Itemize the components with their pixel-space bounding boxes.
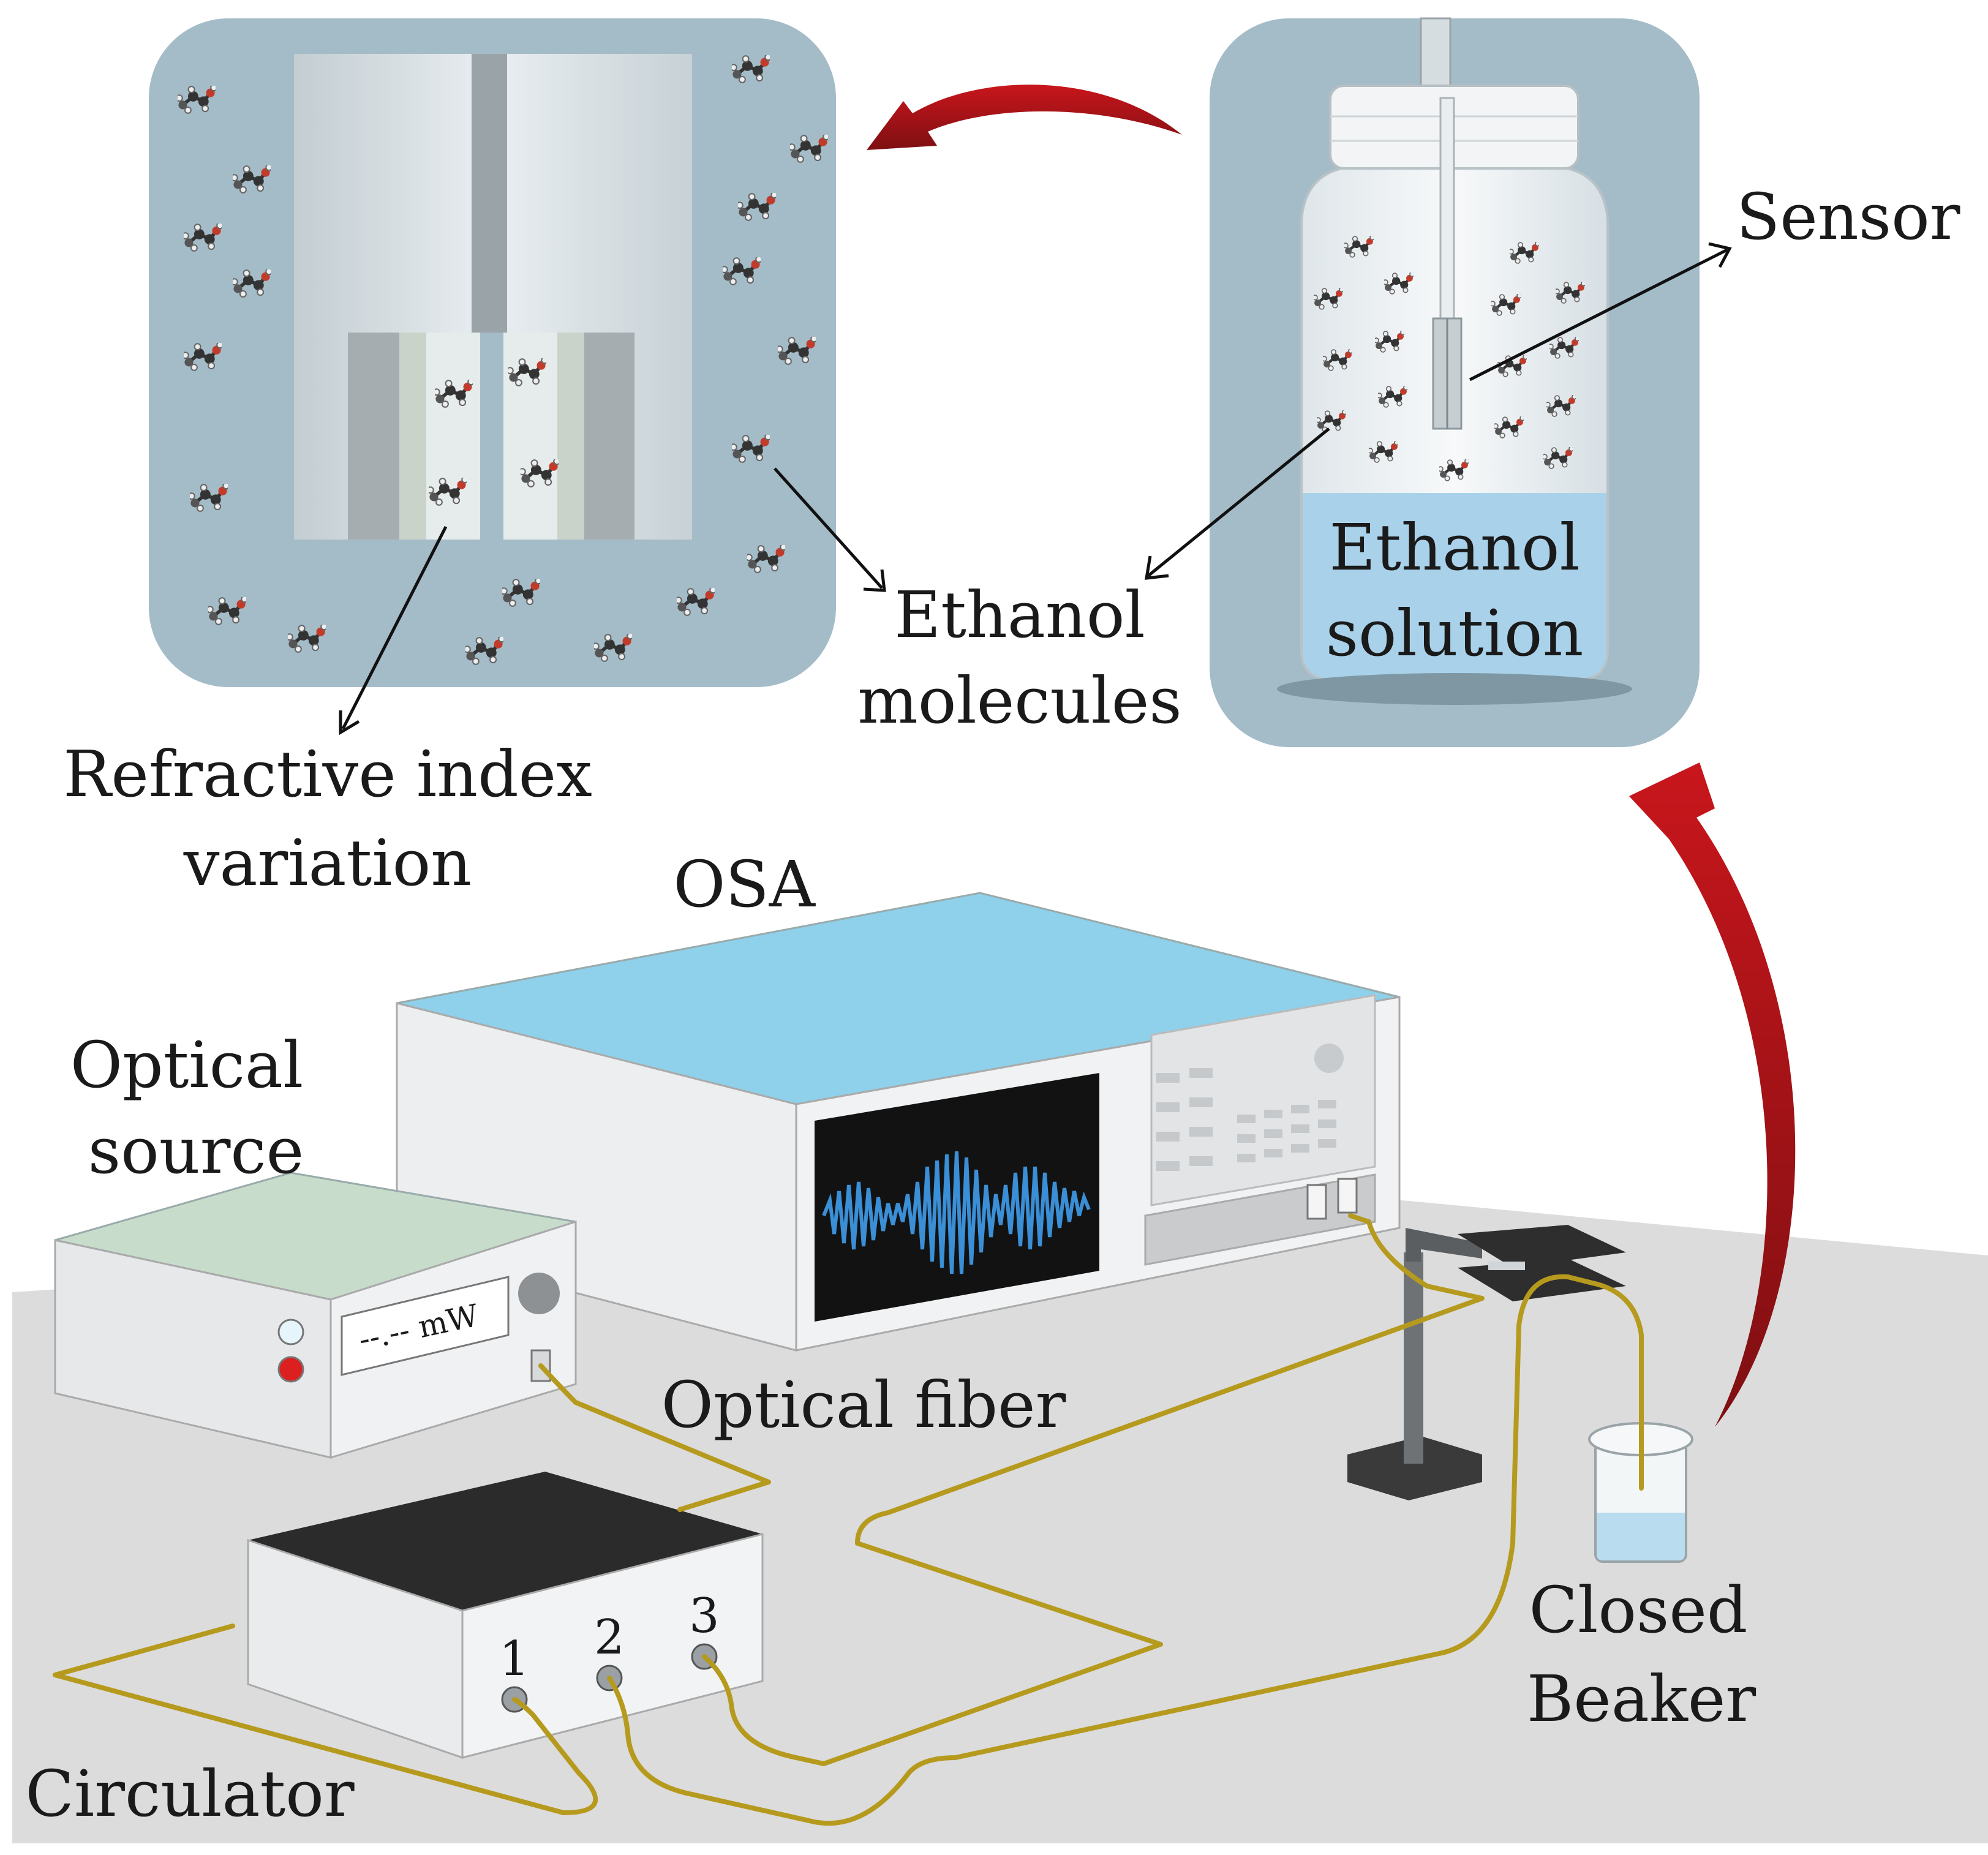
- closed-bottle-panel: [1144, 17, 1732, 747]
- osa-label: OSA: [673, 847, 816, 922]
- ethanol-molecules-label-line1: Ethanol: [894, 578, 1145, 652]
- sensor-holder-stand: [1347, 1225, 1626, 1500]
- closed-beaker-label-line1: Closed: [1529, 1573, 1748, 1647]
- circulator-label: Circulator: [25, 1756, 354, 1831]
- osa-waveform: [822, 1151, 1091, 1274]
- optical-source-label-line2: source: [88, 1113, 304, 1188]
- power-display: [341, 1276, 510, 1376]
- closed-beaker-label-line2: Beaker: [1527, 1661, 1756, 1736]
- circulator-device: 1 2 3: [247, 1472, 764, 1759]
- sensor-zoom-panel: [149, 18, 886, 736]
- refractive-index-label-line2: variation: [183, 826, 472, 900]
- ethanol-molecules-label-line2: molecules: [857, 663, 1181, 738]
- port-2-label: 2: [594, 1610, 625, 1665]
- osa-instrument: [396, 892, 1401, 1352]
- ethanol-solution-label-line2: solution: [1326, 596, 1584, 671]
- curved-red-arrow-icon-right: [1629, 762, 1796, 1427]
- optical-source-label-line1: Optical: [70, 1028, 303, 1102]
- port-1-label: 1: [499, 1631, 530, 1687]
- ethanol-solution-label-line1: Ethanol: [1329, 510, 1580, 585]
- optical-fiber-cables: [53, 1213, 1644, 1826]
- refractive-index-label-line1: Refractive index: [63, 737, 592, 811]
- curved-red-arrow-icon-top: [867, 85, 1182, 150]
- optical-fiber-label: Optical fiber: [661, 1368, 1066, 1442]
- sensor-label: Sensor: [1736, 179, 1960, 254]
- port-3-label: 3: [689, 1589, 720, 1644]
- optical-source-instrument: --.-- mW: [54, 1172, 577, 1459]
